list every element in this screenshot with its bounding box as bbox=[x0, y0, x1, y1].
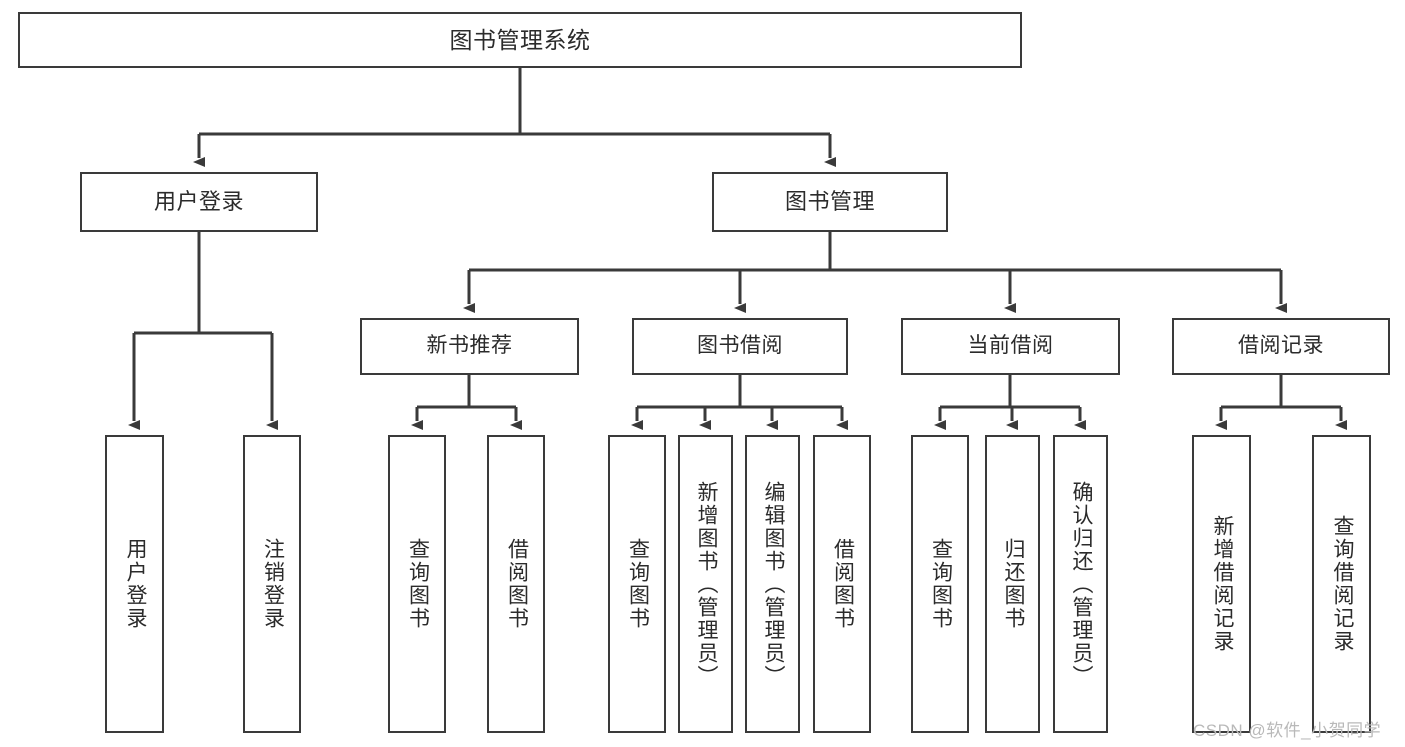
node-current-borrow[interactable]: 当前借阅 bbox=[901, 318, 1120, 375]
leaf-borrow-book-1[interactable]: 借阅图书 bbox=[487, 435, 545, 733]
leaf-query-book-2[interactable]: 查询图书 bbox=[608, 435, 666, 733]
leaf-user-logout[interactable]: 注销登录 bbox=[243, 435, 301, 733]
node-root[interactable]: 图书管理系统 bbox=[18, 12, 1022, 68]
node-book-manage[interactable]: 图书管理 bbox=[712, 172, 948, 232]
node-user-login-label: 用户登录 bbox=[153, 189, 244, 215]
leaf-add-borrow-record-label: 新增借阅记录 bbox=[1210, 515, 1234, 653]
csdn-watermark: CSDN @软件_小贺同学 bbox=[1193, 721, 1382, 740]
node-root-label: 图书管理系统 bbox=[449, 26, 591, 53]
leaf-add-borrow-record[interactable]: 新增借阅记录 bbox=[1192, 435, 1251, 733]
leaf-user-login[interactable]: 用户登录 bbox=[105, 435, 164, 733]
node-book-manage-label: 图书管理 bbox=[784, 189, 875, 215]
leaf-query-book-1-label: 查询图书 bbox=[406, 538, 430, 630]
node-book-borrow[interactable]: 图书借阅 bbox=[632, 318, 848, 375]
leaf-user-logout-label: 注销登录 bbox=[261, 538, 285, 630]
leaf-edit-book[interactable]: 编辑图书（管理员） bbox=[745, 435, 800, 733]
leaf-edit-book-label: 编辑图书（管理员） bbox=[761, 480, 785, 688]
node-new-book-recommend-label: 新书推荐 bbox=[426, 334, 513, 358]
leaf-query-book-1[interactable]: 查询图书 bbox=[388, 435, 446, 733]
leaf-add-book[interactable]: 新增图书（管理员） bbox=[678, 435, 733, 733]
leaf-borrow-book-1-label: 借阅图书 bbox=[505, 538, 529, 630]
node-book-borrow-label: 图书借阅 bbox=[697, 334, 783, 358]
node-user-login[interactable]: 用户登录 bbox=[80, 172, 318, 232]
leaf-return-book-label: 归还图书 bbox=[1001, 538, 1025, 630]
leaf-borrow-book-2[interactable]: 借阅图书 bbox=[813, 435, 871, 733]
leaf-borrow-book-2-label: 借阅图书 bbox=[831, 538, 855, 630]
leaf-query-borrow-record-label: 查询借阅记录 bbox=[1330, 515, 1354, 653]
node-new-book-recommend[interactable]: 新书推荐 bbox=[360, 318, 579, 375]
leaf-query-borrow-record[interactable]: 查询借阅记录 bbox=[1312, 435, 1371, 733]
leaf-confirm-return[interactable]: 确认归还（管理员） bbox=[1053, 435, 1108, 733]
leaf-confirm-return-label: 确认归还（管理员） bbox=[1069, 480, 1093, 688]
node-borrow-record[interactable]: 借阅记录 bbox=[1172, 318, 1390, 375]
leaf-user-login-label: 用户登录 bbox=[123, 538, 147, 630]
leaf-query-book-2-label: 查询图书 bbox=[626, 538, 650, 630]
leaf-query-book-3-label: 查询图书 bbox=[929, 538, 953, 630]
leaf-query-book-3[interactable]: 查询图书 bbox=[911, 435, 969, 733]
node-borrow-record-label: 借阅记录 bbox=[1238, 334, 1324, 358]
node-current-borrow-label: 当前借阅 bbox=[967, 334, 1054, 358]
leaf-add-book-label: 新增图书（管理员） bbox=[694, 480, 718, 688]
leaf-return-book[interactable]: 归还图书 bbox=[985, 435, 1040, 733]
